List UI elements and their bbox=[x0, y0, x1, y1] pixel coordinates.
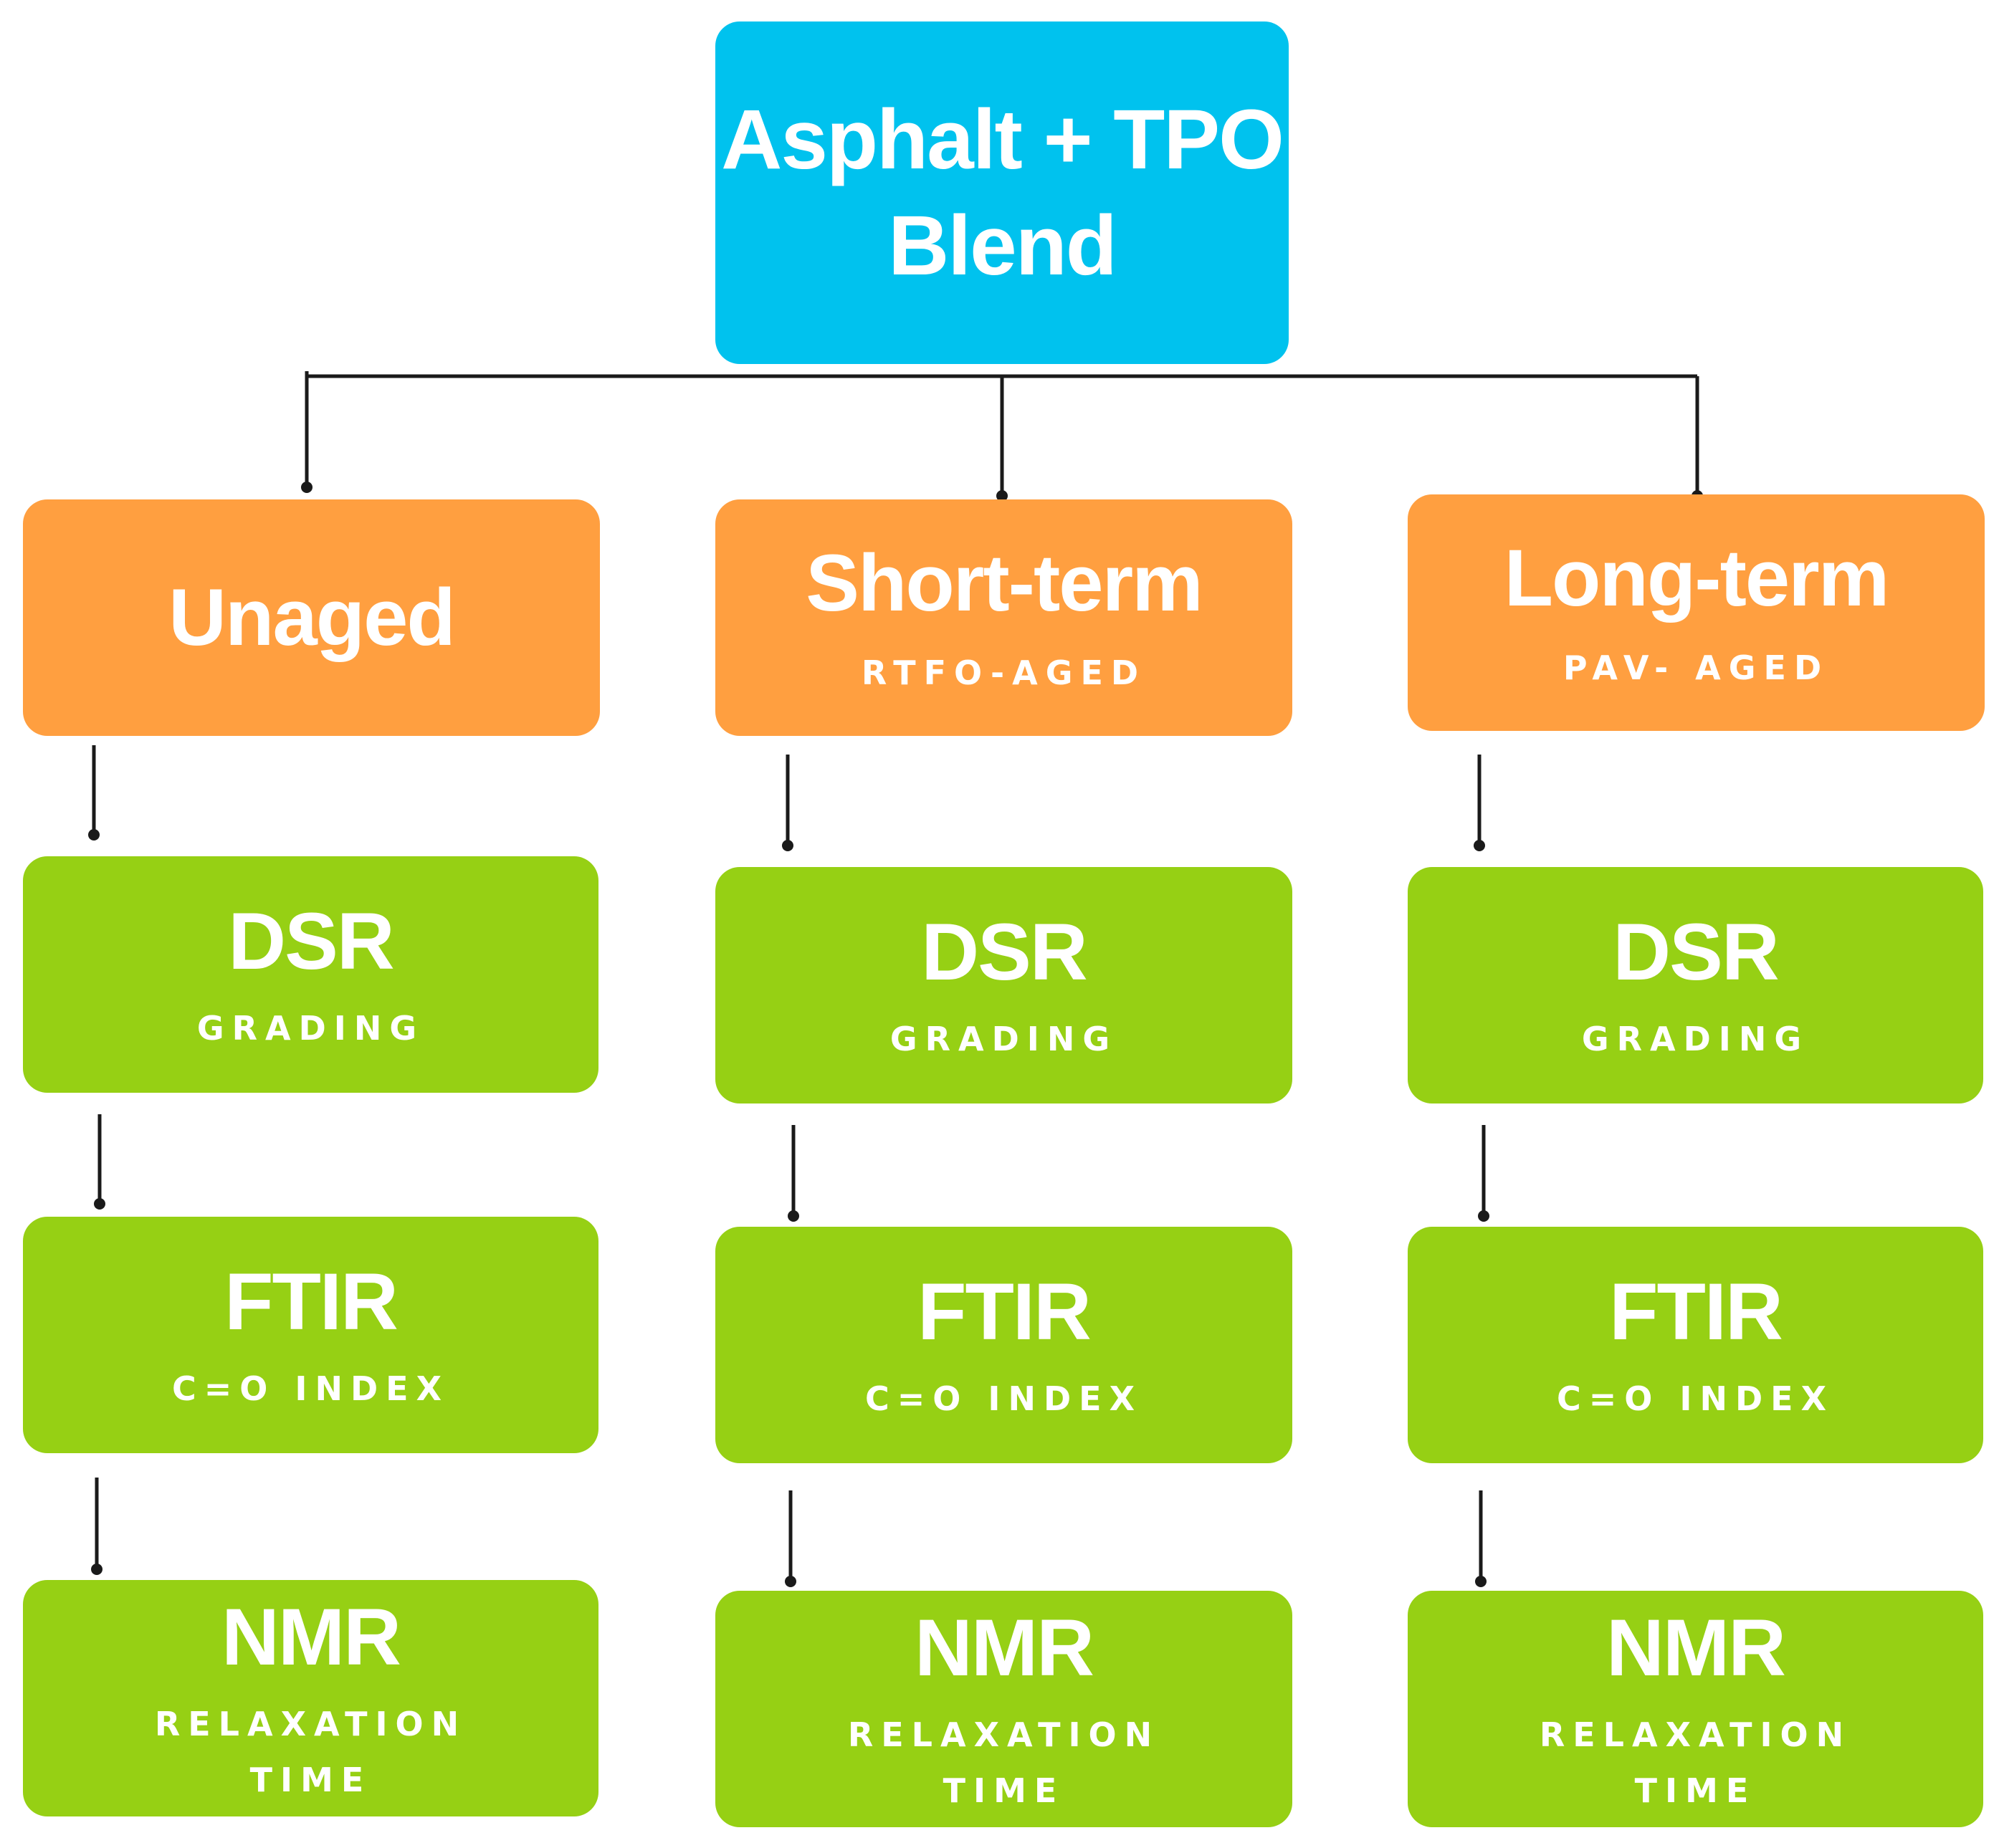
test-subtitle-line2: TIME bbox=[249, 1761, 372, 1800]
test-subtitle: GRADING bbox=[1581, 1020, 1810, 1059]
test-node-nmr: NMR RELAXATION TIME bbox=[715, 1591, 1292, 1827]
test-subtitle: GRADING bbox=[889, 1020, 1118, 1059]
connector-dot bbox=[785, 1576, 796, 1587]
connector-dot bbox=[91, 1564, 102, 1575]
stage-subtitle: RTFO-AGED bbox=[861, 653, 1147, 693]
root-node: Asphalt + TPO Blend bbox=[715, 21, 1289, 364]
stage-title: Short-term bbox=[806, 537, 1203, 628]
test-node-dsr: DSR GRADING bbox=[715, 867, 1292, 1103]
connector-dot bbox=[88, 829, 100, 841]
test-subtitle-line2: TIME bbox=[1634, 1771, 1757, 1811]
connector-dot bbox=[1478, 1210, 1489, 1222]
test-title: FTIR bbox=[224, 1256, 399, 1346]
stage-title: Long-term bbox=[1504, 532, 1890, 623]
test-subtitle: C=O INDEX bbox=[171, 1369, 450, 1409]
test-node-nmr: NMR RELAXATION TIME bbox=[23, 1580, 598, 1816]
root-title-line1: Asphalt + TPO bbox=[721, 92, 1284, 187]
stage-node-long-term: Long-term PAV- AGED bbox=[1408, 494, 1985, 731]
root-title-line2: Blend bbox=[888, 198, 1117, 293]
connector-dot bbox=[301, 482, 313, 493]
test-title: NMR bbox=[221, 1591, 401, 1682]
stage-node-short-term: Short-term RTFO-AGED bbox=[715, 499, 1292, 736]
test-title: NMR bbox=[914, 1602, 1094, 1693]
test-node-dsr: DSR GRADING bbox=[1408, 867, 1983, 1103]
test-title: FTIR bbox=[1609, 1266, 1783, 1356]
test-title: NMR bbox=[1606, 1602, 1786, 1693]
stage-subtitle: PAV- AGED bbox=[1563, 648, 1830, 688]
connector-dot bbox=[1474, 840, 1485, 851]
stage-title: Unaged bbox=[168, 572, 456, 662]
test-node-dsr: DSR GRADING bbox=[23, 856, 598, 1093]
test-node-ftir: FTIR C=O INDEX bbox=[23, 1217, 598, 1453]
connector-dot bbox=[782, 840, 793, 851]
test-title: FTIR bbox=[917, 1266, 1092, 1356]
connector-dot bbox=[788, 1210, 799, 1222]
test-subtitle-line1: RELAXATION bbox=[847, 1715, 1160, 1755]
stage-node-unaged: Unaged bbox=[23, 499, 600, 736]
test-node-nmr: NMR RELAXATION TIME bbox=[1408, 1591, 1983, 1827]
test-node-ftir: FTIR C=O INDEX bbox=[1408, 1227, 1983, 1463]
connector-dot bbox=[94, 1198, 105, 1210]
test-subtitle-line2: TIME bbox=[943, 1771, 1065, 1811]
connector-dot bbox=[1475, 1576, 1487, 1587]
test-subtitle: C=O INDEX bbox=[864, 1379, 1143, 1419]
test-subtitle-line1: RELAXATION bbox=[1539, 1715, 1852, 1755]
test-subtitle: C=O INDEX bbox=[1556, 1379, 1835, 1419]
test-title: DSR bbox=[1613, 906, 1779, 997]
test-title: DSR bbox=[228, 896, 394, 986]
test-title: DSR bbox=[921, 906, 1087, 997]
test-subtitle: GRADING bbox=[196, 1009, 425, 1048]
test-node-ftir: FTIR C=O INDEX bbox=[715, 1227, 1292, 1463]
test-subtitle-line1: RELAXATION bbox=[154, 1705, 467, 1744]
connector-dot bbox=[996, 490, 1008, 502]
